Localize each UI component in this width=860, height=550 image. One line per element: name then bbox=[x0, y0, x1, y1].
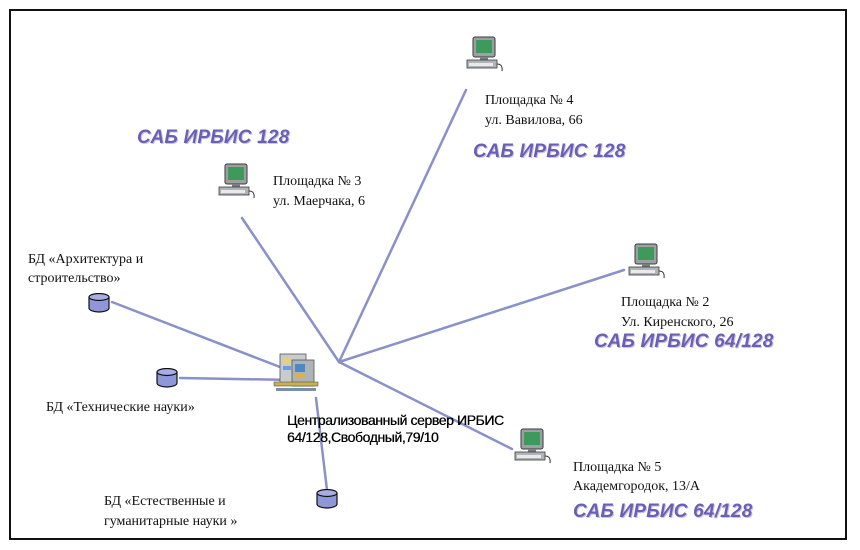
site-4-software: САБ ИРБИС 128 bbox=[473, 141, 626, 162]
database-icon bbox=[156, 368, 178, 388]
db-natural-label-1: БД «Естественные и bbox=[104, 494, 226, 509]
site-3-address: ул. Маерчака, 6 bbox=[273, 194, 365, 209]
server-icon bbox=[273, 353, 319, 391]
database-icon bbox=[316, 489, 338, 509]
computer-icon bbox=[628, 243, 665, 279]
site-3-software: САБ ИРБИС 128 bbox=[137, 127, 290, 148]
db-architecture-label-2: строительство» bbox=[28, 271, 121, 286]
server-caption-line-1: Централизованный сервер ИРБИС bbox=[287, 412, 504, 428]
site-2-address: Ул. Киренского, 26 bbox=[621, 315, 734, 330]
site-3-label: Площадка № 3 bbox=[273, 174, 362, 189]
link-site5 bbox=[337, 360, 514, 451]
computer-icon bbox=[218, 163, 255, 199]
computer-icon bbox=[466, 36, 503, 72]
link-db-architecture bbox=[110, 300, 300, 376]
site-2-software: САБ ИРБИС 64/128 bbox=[594, 331, 774, 352]
site-5-address: Академгородок, 13/А bbox=[573, 479, 701, 494]
link-site2 bbox=[337, 268, 626, 364]
computer-icon bbox=[514, 428, 551, 464]
link-db-technical bbox=[178, 376, 296, 382]
site-4-address: ул. Вавилова, 66 bbox=[485, 113, 583, 128]
link-site4 bbox=[337, 88, 468, 364]
site-5-software: САБ ИРБИС 64/128 bbox=[573, 501, 753, 522]
db-technical-label: БД «Технические науки» bbox=[46, 400, 195, 415]
db-natural-label-2: гуманитарные науки » bbox=[104, 514, 238, 529]
link-site3 bbox=[240, 216, 341, 364]
site-2-label: Площадка № 2 bbox=[621, 295, 710, 310]
diagram-frame bbox=[9, 9, 847, 540]
server-caption-line-2: 64/128,Свободный,79/10 bbox=[287, 429, 439, 445]
link-db-natural bbox=[314, 396, 329, 492]
database-icon bbox=[88, 293, 110, 313]
site-5-label: Площадка № 5 bbox=[573, 460, 662, 475]
db-architecture-label-1: БД «Архитектура и bbox=[28, 252, 144, 267]
site-4-label: Площадка № 4 bbox=[485, 93, 574, 108]
